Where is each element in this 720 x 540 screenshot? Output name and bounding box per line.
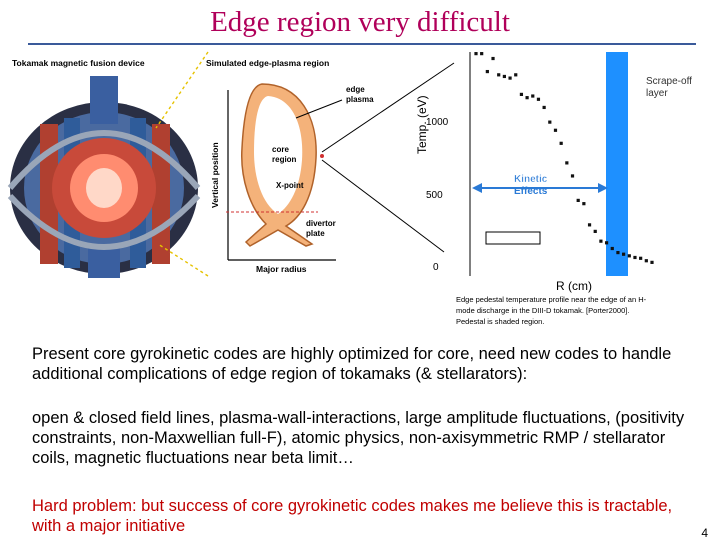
label-scrape-off: Scrape-off bbox=[646, 76, 692, 87]
data-point bbox=[536, 97, 541, 101]
ytick-1000: 1000 bbox=[426, 117, 449, 128]
data-point bbox=[474, 52, 478, 56]
data-point bbox=[587, 223, 592, 227]
data-point bbox=[485, 69, 489, 74]
data-point bbox=[639, 256, 643, 260]
data-point bbox=[576, 198, 580, 202]
data-point bbox=[497, 73, 501, 77]
figure-panel: Tokamak magnetic fusion device Simulated… bbox=[4, 51, 692, 326]
data-point bbox=[525, 96, 529, 100]
pedestal-shaded-region bbox=[606, 52, 628, 276]
paragraph-complications: open & closed field lines, plasma-wall-i… bbox=[32, 409, 685, 467]
title-underline bbox=[28, 43, 696, 45]
data-point bbox=[565, 161, 569, 165]
data-point bbox=[622, 252, 626, 256]
data-point bbox=[542, 105, 546, 110]
pointer-lines bbox=[321, 62, 455, 253]
temperature-chart: Kinetic Effects Scrape-off layer bbox=[469, 52, 692, 276]
data-point bbox=[627, 254, 631, 258]
heading-tokamak: Tokamak magnetic fusion device bbox=[12, 58, 145, 68]
page-number: 4 bbox=[701, 526, 708, 540]
ytick-500: 500 bbox=[426, 190, 443, 201]
label-layer: layer bbox=[646, 88, 668, 99]
chart-annotation-box bbox=[485, 231, 541, 245]
data-point bbox=[553, 128, 558, 132]
data-point bbox=[548, 120, 552, 124]
data-point bbox=[514, 73, 518, 77]
data-point bbox=[502, 74, 506, 79]
caption-line-1: Edge pedestal temperature profile near t… bbox=[456, 295, 647, 304]
axis-major-radius: Major radius bbox=[256, 264, 307, 274]
caption-line-3: Pedestal is shaded region. bbox=[456, 317, 544, 326]
data-point bbox=[531, 94, 535, 98]
data-points bbox=[474, 52, 654, 264]
data-point bbox=[650, 260, 654, 264]
edge-point-marker bbox=[320, 154, 324, 158]
data-point bbox=[508, 76, 512, 80]
data-point bbox=[616, 250, 620, 255]
data-point bbox=[604, 241, 609, 245]
tokamak-image bbox=[4, 53, 204, 285]
data-point bbox=[644, 259, 648, 263]
label-edge: edge bbox=[346, 85, 365, 94]
label-xpoint: X-point bbox=[276, 181, 304, 190]
paragraph-hard-problem: Hard problem: but success of core gyroki… bbox=[32, 497, 673, 535]
ytick-0: 0 bbox=[433, 262, 439, 273]
label-plasma: plasma bbox=[346, 95, 374, 104]
data-point bbox=[519, 92, 524, 96]
connector-lines bbox=[155, 51, 209, 277]
data-point bbox=[570, 174, 575, 178]
label-effects: Effects bbox=[514, 186, 548, 197]
label-kinetic: Kinetic bbox=[514, 174, 548, 185]
axis-vertical-position: Vertical position bbox=[210, 142, 220, 208]
chart-ylabel: Temp. (eV) bbox=[415, 95, 429, 154]
data-point bbox=[480, 52, 484, 56]
label-region: region bbox=[272, 155, 297, 164]
data-point bbox=[582, 202, 586, 206]
slide-title: Edge region very difficult bbox=[210, 6, 510, 38]
data-point bbox=[593, 229, 597, 233]
label-core: core bbox=[272, 145, 289, 154]
label-divertor: divertor bbox=[306, 219, 336, 228]
data-point bbox=[491, 56, 495, 61]
data-point bbox=[599, 239, 603, 243]
chart-xlabel: R (cm) bbox=[556, 279, 592, 293]
caption-line-2: mode discharge in the DIII-D tokamak. [P… bbox=[456, 306, 629, 315]
paragraph-core-codes: Present core gyrokinetic codes are highl… bbox=[32, 345, 672, 383]
edge-plasma-panel: Simulated edge-plasma region Vertical po… bbox=[204, 53, 410, 285]
data-point bbox=[633, 255, 637, 260]
label-plate: plate bbox=[306, 229, 325, 238]
heading-edge-plasma: Simulated edge-plasma region bbox=[206, 58, 329, 68]
data-point bbox=[610, 246, 614, 251]
data-point bbox=[559, 141, 563, 145]
